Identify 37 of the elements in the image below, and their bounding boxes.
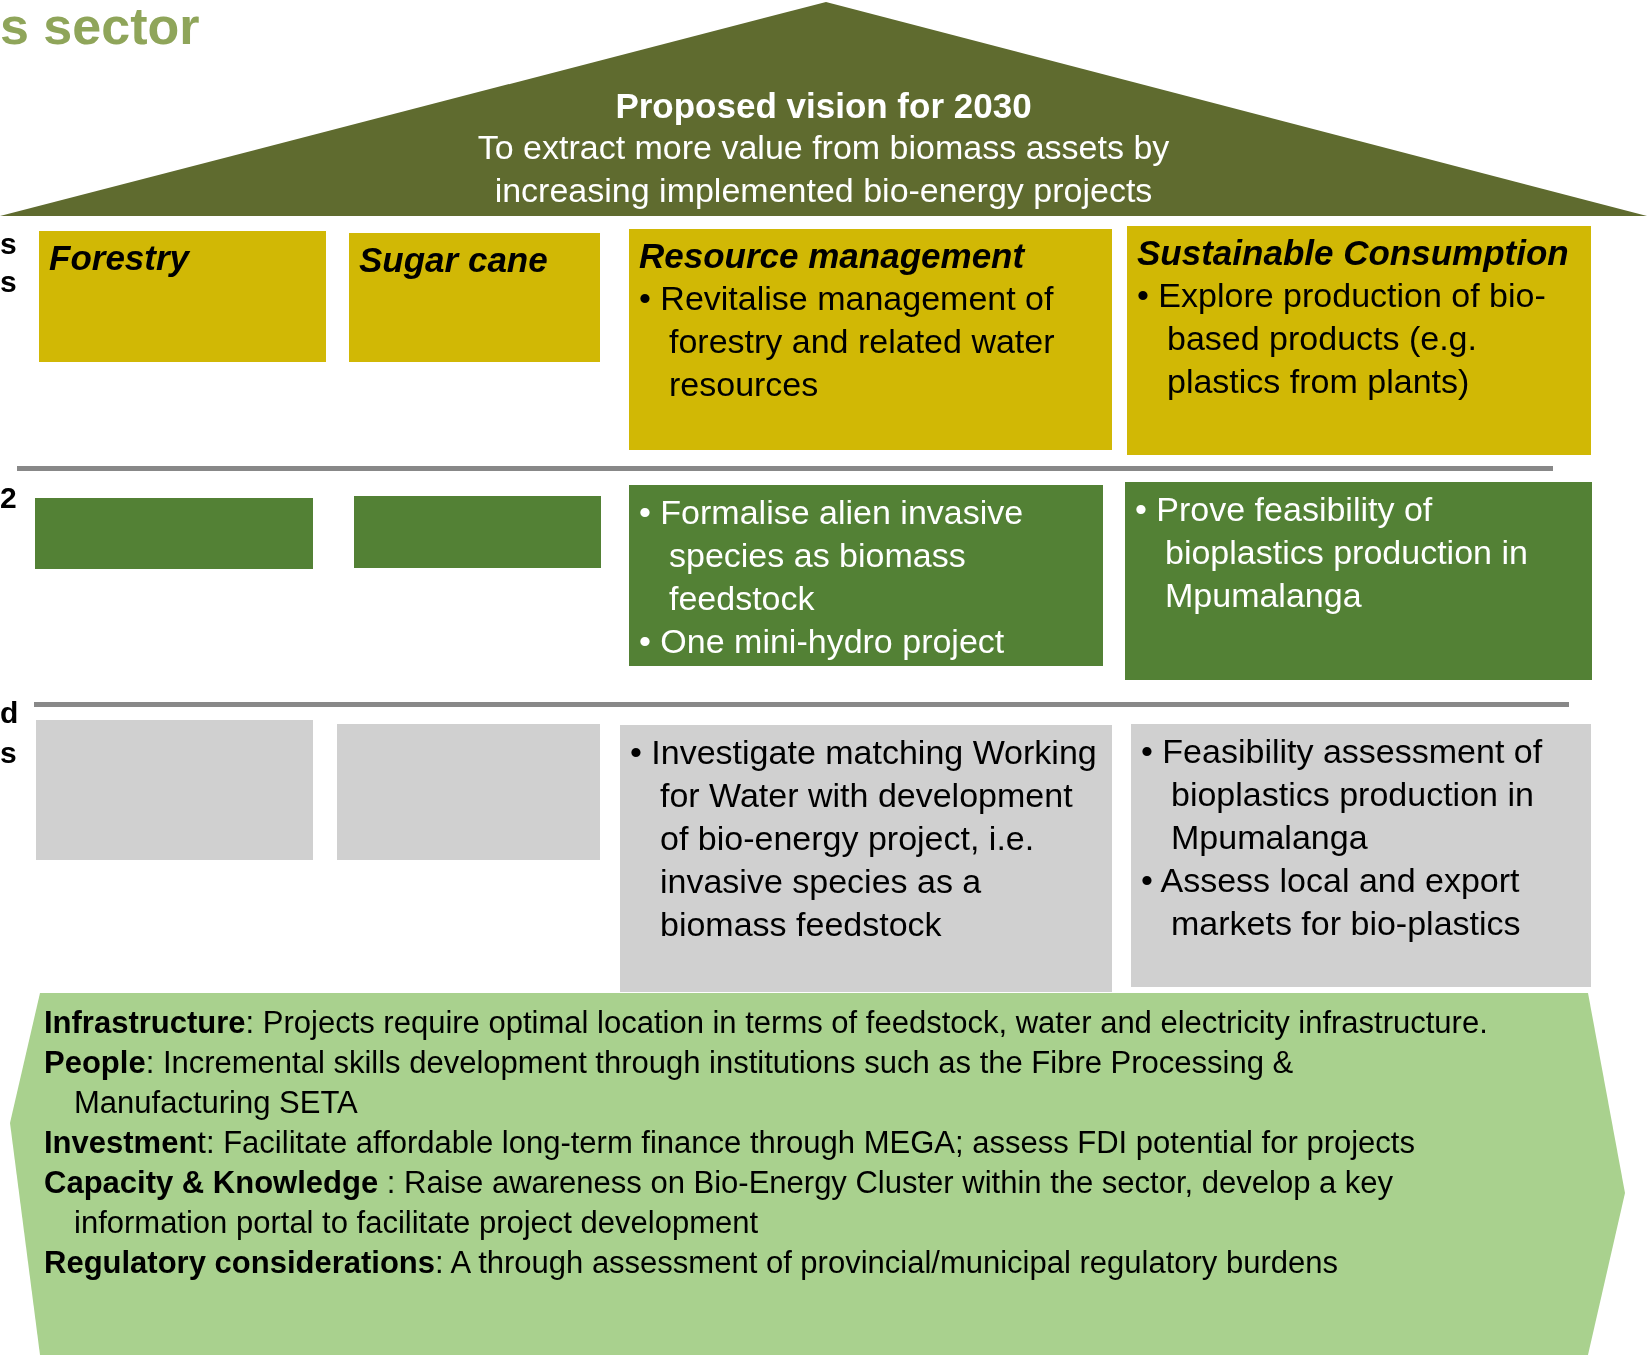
foundation-text: Infrastructure: Projects require optimal location in terms of feedstock, water and electricity infrastructure. [44, 1004, 1489, 1042]
bullet-item: • Formalise alien invasive species as biomass feedstock [639, 492, 1025, 619]
pillar-box [349, 233, 600, 362]
bullet-item: • Explore production of bio-based products (e.g. plastics from plants) [1137, 275, 1547, 402]
row-label-fragment: d [0, 695, 19, 731]
foundation-text: Investment: Facilitate affordable long-term finance through MEGA; assess FDI potential for projects [44, 1124, 1416, 1162]
bullet-item: • Feasibility assessment of bioplastics production in Mpumalanga [1141, 731, 1544, 858]
pillar-heading: Sugar cane [359, 239, 549, 281]
pillar-box [1127, 226, 1591, 455]
vision-text: To extract more value from biomass assets by increasing implemented bio-energy projects [476, 127, 1171, 211]
target-box [1125, 482, 1592, 680]
empty-box [35, 498, 313, 569]
target-box [629, 485, 1103, 666]
foundation-text: Regulatory considerations: A through assessment of provincial/municipal regulatory burdens [44, 1244, 1339, 1282]
foundation-text: Capacity & Knowledge : Raise awareness on Bio-Energy Cluster within the sector, develop a key information portal to facilitate project development [44, 1164, 1395, 1242]
bullet-item: • One mini-hydro project [639, 621, 1006, 662]
pillar-heading: Forestry [49, 237, 191, 279]
bullet-item: • Assess local and export markets for bio-plastics [1141, 860, 1522, 944]
row-label-fragment: s [0, 264, 17, 300]
pillar-heading: Resource management [639, 235, 1027, 277]
row-label-fragment: s [0, 226, 17, 262]
page-title: s sector [0, 0, 200, 57]
action-box [620, 725, 1112, 992]
bullet-item: • Investigate matching Working for Water with development of bio-energy project, i.e. invasive species as a biomass feedstock [630, 732, 1098, 945]
pillar-heading: Sustainable Consumption [1137, 232, 1570, 274]
empty-box [36, 720, 313, 860]
empty-box [337, 724, 600, 860]
empty-box [354, 496, 601, 568]
bullet-item: • Revitalise management of forestry and related water resources [639, 278, 1056, 405]
row-label-fragment: s [0, 735, 17, 771]
roof-shape [0, 2, 1647, 218]
pillar-box [39, 231, 326, 362]
action-box [1131, 724, 1591, 987]
pillar-box [629, 229, 1112, 450]
row-label-fragment: 2 [0, 480, 17, 516]
vision-heading: Proposed vision for 2030 [614, 85, 1033, 127]
bullet-item: • Prove feasibility of bioplastics production in Mpumalanga [1135, 489, 1529, 616]
